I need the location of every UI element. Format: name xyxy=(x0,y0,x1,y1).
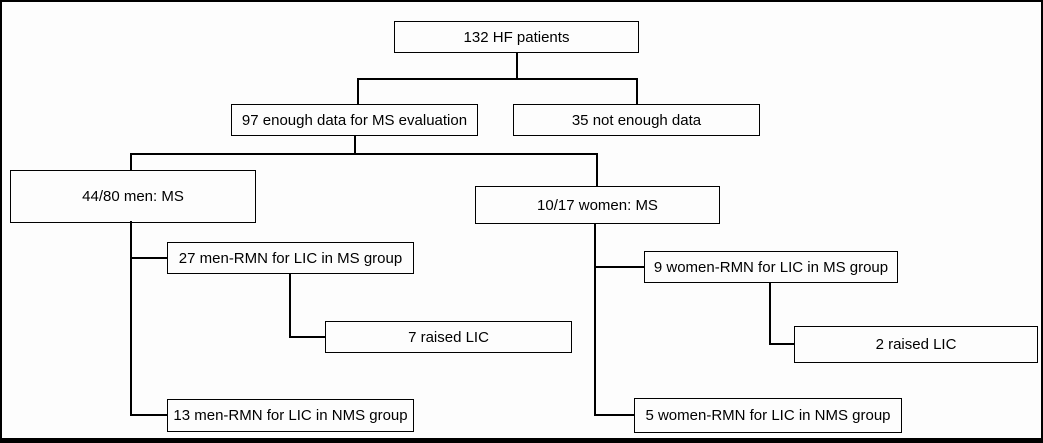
connector-men-trunk xyxy=(130,221,132,416)
node-women-rmn-nms: 5 women-RMN for LIC in NMS group xyxy=(634,398,902,433)
connector-women-rmn-ms-stub xyxy=(594,266,645,268)
connector-women-drop xyxy=(596,153,598,187)
connector-not-enough-drop xyxy=(636,78,638,105)
connector-men-rmn-ms-stub xyxy=(130,257,168,259)
connector-women-rmn-nms-stub xyxy=(594,414,635,416)
connector-enough-drop xyxy=(357,78,359,105)
connector-men-drop xyxy=(130,153,132,171)
connector-enough-down xyxy=(354,135,356,154)
node-men-ms: 44/80 men: MS xyxy=(10,170,256,223)
connector-women-raised-stub xyxy=(769,343,795,345)
connector-men-raised-down xyxy=(289,273,291,338)
node-men-rmn-nms: 13 men-RMN for LIC in NMS group xyxy=(167,399,414,432)
node-women-ms: 10/17 women: MS xyxy=(475,186,720,224)
connector-level1-split xyxy=(357,78,638,80)
node-not-enough-data: 35 not enough data xyxy=(513,104,760,136)
connector-men-raised-stub xyxy=(289,336,326,338)
connector-women-raised-down xyxy=(769,282,771,345)
connector-hf-down xyxy=(516,52,518,79)
node-enough-data: 97 enough data for MS evaluation xyxy=(231,104,478,136)
connector-men-rmn-nms-stub xyxy=(130,414,168,416)
node-hf-patients: 132 HF patients xyxy=(394,21,639,53)
node-women-raised-lic: 2 raised LIC xyxy=(794,326,1038,363)
connector-women-trunk xyxy=(594,223,596,416)
connector-level2-split xyxy=(130,153,598,155)
node-men-raised-lic: 7 raised LIC xyxy=(325,321,572,353)
node-men-rmn-ms: 27 men-RMN for LIC in MS group xyxy=(167,242,414,274)
node-women-rmn-ms: 9 women-RMN for LIC in MS group xyxy=(644,251,898,283)
